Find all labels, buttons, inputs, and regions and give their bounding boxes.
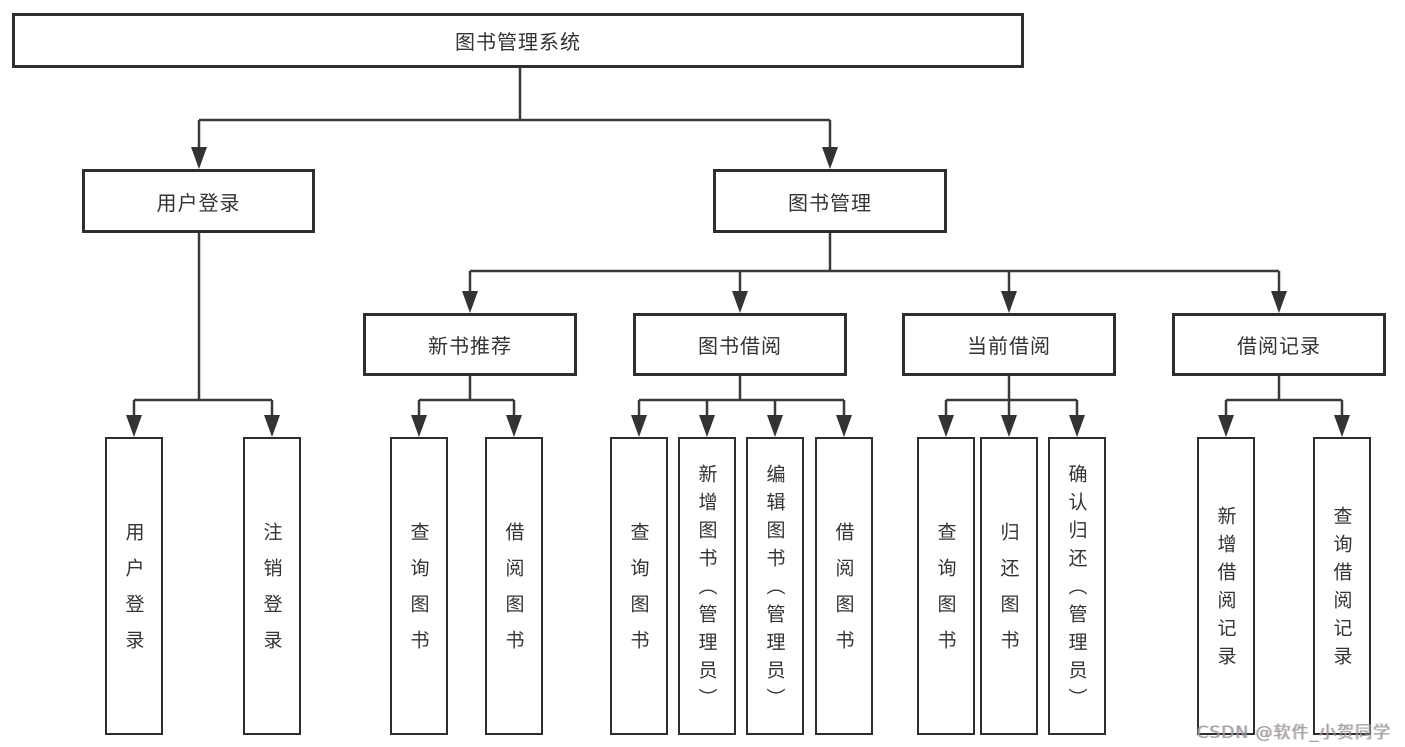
leaf-label: 新增借阅记录: [1214, 506, 1237, 674]
leaf-query-book-borrowing: 查询图书: [610, 437, 668, 735]
leaf-label: 确认归还（管理员）: [1065, 464, 1088, 716]
leaf-user-login: 用户登录: [105, 437, 163, 735]
node-borrow-records: 借阅记录: [1172, 313, 1386, 376]
leaf-label: 借阅图书: [502, 522, 525, 666]
leaf-label: 查询图书: [407, 522, 430, 666]
leaf-label: 归还图书: [997, 522, 1020, 666]
node-current-borrowing: 当前借阅: [902, 313, 1116, 376]
leaf-edit-book-admin: 编辑图书（管理员）: [746, 437, 804, 735]
node-book-management: 图书管理: [713, 169, 947, 233]
csdn-watermark: CSDN @软件_小贺同学: [1196, 723, 1391, 743]
leaf-label: 用户登录: [122, 522, 145, 666]
leaf-label: 借阅图书: [832, 522, 855, 666]
leaf-confirm-return-admin: 确认归还（管理员）: [1048, 437, 1106, 735]
node-new-book-recommend: 新书推荐: [363, 313, 577, 376]
leaf-label: 查询借阅记录: [1330, 506, 1353, 674]
node-root-system: 图书管理系统: [12, 13, 1024, 68]
leaf-borrow-book: 借阅图书: [815, 437, 873, 735]
leaf-return-book: 归还图书: [980, 437, 1038, 735]
leaf-label: 查询图书: [627, 522, 650, 666]
leaf-label: 注销登录: [260, 522, 283, 666]
leaf-add-borrow-record: 新增借阅记录: [1197, 437, 1255, 735]
leaf-logout: 注销登录: [243, 437, 301, 735]
leaf-query-book-recommend: 查询图书: [390, 437, 448, 735]
leaf-label: 编辑图书（管理员）: [763, 464, 786, 716]
leaf-query-book-current: 查询图书: [917, 437, 975, 735]
leaf-label: 新增图书（管理员）: [695, 464, 718, 716]
node-book-borrowing: 图书借阅: [633, 313, 847, 376]
leaf-borrow-book-recommend: 借阅图书: [485, 437, 543, 735]
leaf-label: 查询图书: [934, 522, 957, 666]
leaf-add-book-admin: 新增图书（管理员）: [678, 437, 736, 735]
leaf-query-borrow-record: 查询借阅记录: [1313, 437, 1371, 735]
node-user-login: 用户登录: [82, 169, 315, 233]
